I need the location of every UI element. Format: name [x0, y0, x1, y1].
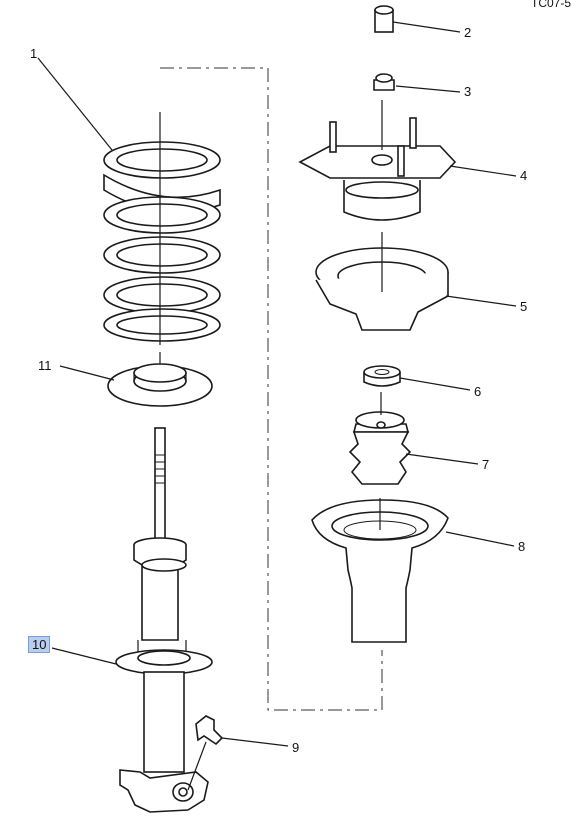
leader-line-11 — [59, 365, 115, 381]
leader-line-3 — [395, 85, 461, 93]
leader-line-10 — [51, 647, 117, 665]
assembly-line-outer — [160, 67, 383, 711]
callout-1: 1 — [30, 46, 38, 61]
leader-line-6 — [399, 377, 471, 391]
upper-strut-mount — [298, 100, 457, 221]
bump-stop — [348, 392, 412, 485]
leader-line-1 — [37, 57, 113, 151]
figure-code: TC07-5 — [530, 0, 571, 10]
leader-line-4 — [449, 165, 517, 177]
callout-10-highlighted[interactable]: 10 — [28, 636, 51, 653]
callout-7: 7 — [482, 457, 490, 472]
leader-line-2 — [392, 21, 461, 33]
bearing-seat — [315, 232, 449, 331]
callout-8: 8 — [518, 539, 526, 554]
spring-insulator — [107, 352, 213, 407]
shock-absorber — [115, 427, 213, 813]
leader-line-8 — [445, 531, 515, 547]
callout-3: 3 — [464, 84, 472, 99]
callout-2: 2 — [464, 25, 472, 40]
callout-4: 4 — [520, 168, 528, 183]
spring-seat — [311, 498, 449, 643]
coil-spring — [103, 112, 221, 345]
callout-6: 6 — [474, 384, 482, 399]
spacer-ring — [363, 365, 401, 387]
callout-5: 5 — [520, 299, 528, 314]
leader-line-5 — [445, 295, 517, 307]
leader-line-7 — [405, 453, 479, 465]
callout-11: 11 — [38, 358, 52, 373]
callout-9: 9 — [292, 740, 300, 755]
leader-line-9 — [221, 737, 289, 747]
mount-nut — [373, 73, 395, 91]
upper-nut — [374, 5, 394, 33]
